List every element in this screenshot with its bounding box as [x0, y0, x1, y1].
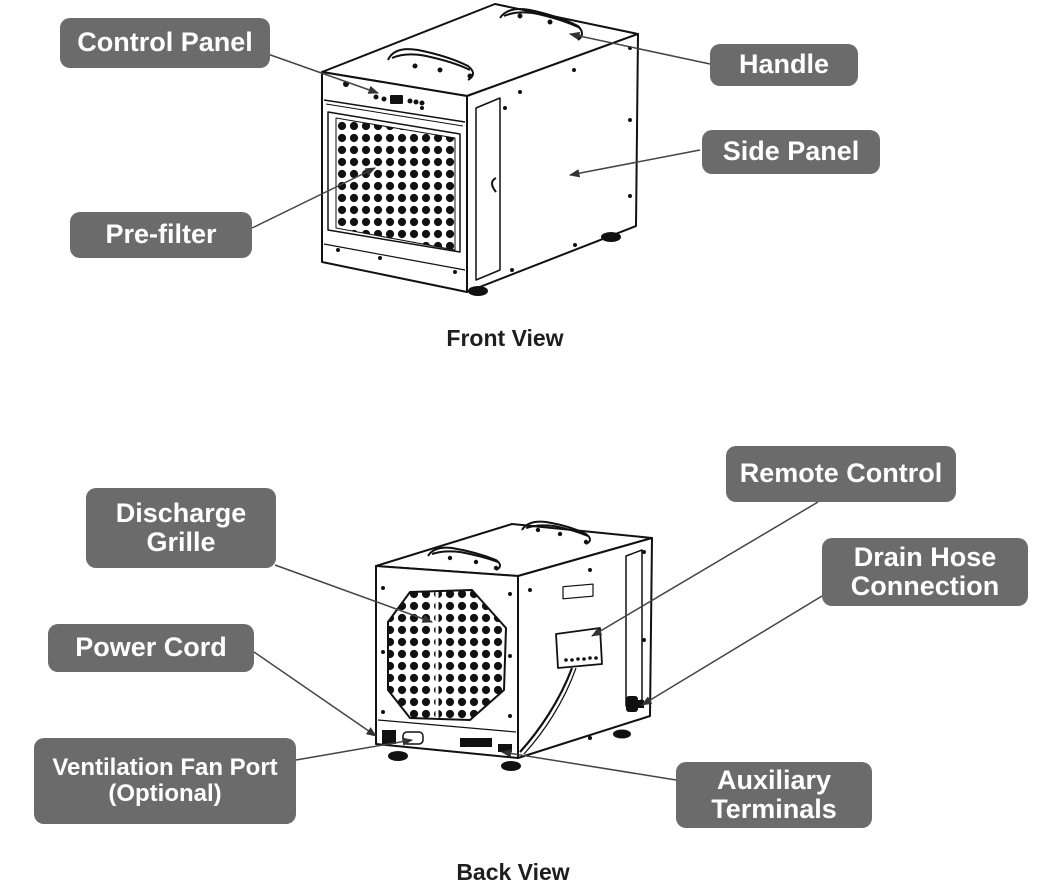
leader-remote-control: [591, 501, 819, 637]
back-drain-hose-fitting: [626, 696, 644, 712]
back-view-caption: Back View: [456, 859, 570, 885]
callout-discharge-grille: Discharge Grille: [86, 488, 276, 568]
callout-side-panel-text: Side Panel: [722, 136, 860, 167]
callout-drain-hose-line2: Connection: [850, 571, 1000, 601]
callout-discharge-grille-line2: Grille: [146, 527, 216, 557]
leader-power-cord: [253, 651, 377, 737]
back-dehumidifier-unit: [375, 520, 653, 771]
callout-handle-text: Handle: [738, 49, 830, 80]
front-view-caption: Front View: [446, 325, 564, 351]
front-prefilter-mesh: [335, 117, 456, 251]
callout-drain-hose-line1: Drain Hose: [853, 541, 997, 572]
leader-lines: [251, 31, 823, 781]
callout-handle: Handle: [710, 44, 858, 86]
callout-auxiliary-terminals-line2: Terminals: [711, 794, 837, 824]
front-dehumidifier-unit: [321, 3, 639, 296]
leader-auxiliary-terminals: [500, 749, 677, 781]
callout-pre-filter: Pre-filter: [70, 212, 252, 258]
back-top-handles: [427, 520, 591, 571]
leader-pre-filter: [251, 167, 376, 229]
callout-remote-control: Remote Control: [726, 446, 956, 502]
callout-auxiliary-terminals: Auxiliary Terminals: [676, 762, 872, 828]
callout-ventilation-fan-port-line1: Ventilation Fan Port: [52, 754, 278, 782]
leader-ventilation-fan-port: [295, 737, 414, 761]
callout-auxiliary-terminals-line1: Auxiliary: [716, 764, 832, 795]
front-top-handles: [387, 8, 583, 81]
back-remote-control-device: [519, 583, 603, 755]
callout-pre-filter-text: Pre-filter: [105, 219, 217, 250]
callout-discharge-grille-line1: Discharge: [115, 497, 247, 528]
leader-handle: [568, 31, 711, 65]
callout-power-cord-text: Power Cord: [75, 632, 227, 663]
leader-drain-hose: [641, 595, 823, 706]
callout-side-panel: Side Panel: [702, 130, 880, 174]
callout-ventilation-fan-port-line2: (Optional): [108, 780, 222, 807]
callout-remote-control-text: Remote Control: [739, 458, 943, 489]
callout-ventilation-fan-port: Ventilation Fan Port (Optional): [34, 738, 296, 824]
callout-power-cord: Power Cord: [48, 624, 254, 672]
back-discharge-grille-mesh: [387, 589, 507, 721]
callout-control-panel: Control Panel: [60, 18, 270, 68]
leader-control-panel: [261, 51, 379, 94]
leader-side-panel: [568, 149, 701, 178]
callout-drain-hose-connection: Drain Hose Connection: [822, 538, 1028, 606]
callout-control-panel-text: Control Panel: [77, 27, 253, 58]
leader-discharge-grille: [274, 564, 433, 623]
